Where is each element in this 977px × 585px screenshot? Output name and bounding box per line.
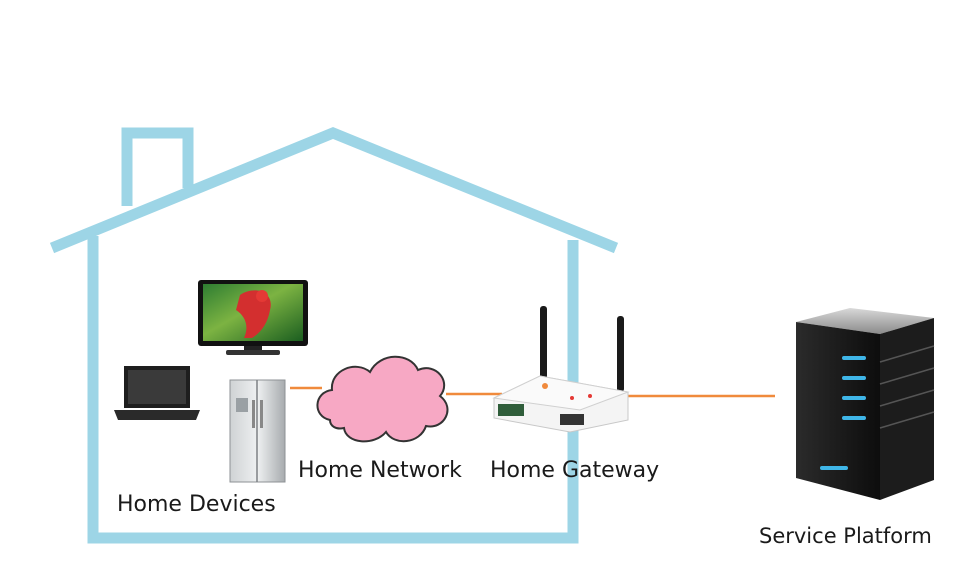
server-led-icon bbox=[820, 356, 866, 470]
label-service-platform: Service Platform bbox=[759, 524, 932, 548]
label-home-devices: Home Devices bbox=[117, 492, 276, 517]
server-icon bbox=[796, 308, 935, 500]
label-home-gateway: Home Gateway bbox=[490, 458, 659, 483]
house-roof bbox=[49, 127, 619, 254]
house-chimney bbox=[121, 127, 194, 206]
connection-lines bbox=[290, 386, 775, 398]
router-icon bbox=[492, 306, 630, 433]
tv-icon bbox=[198, 280, 308, 355]
refrigerator-icon bbox=[229, 379, 286, 483]
cloud-icon bbox=[316, 355, 449, 443]
label-home-network: Home Network bbox=[298, 458, 462, 483]
laptop-icon bbox=[114, 366, 200, 420]
